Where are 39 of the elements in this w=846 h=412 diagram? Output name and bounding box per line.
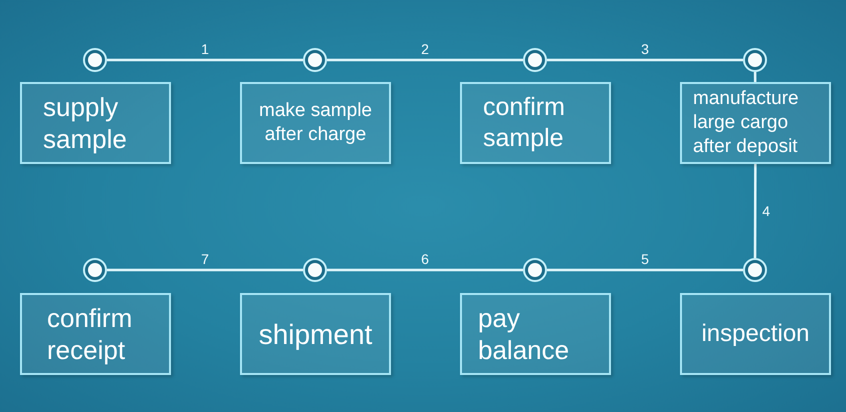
- step-number: 2: [421, 41, 429, 57]
- step-box: [460, 82, 611, 164]
- step-label: inspection: [701, 319, 810, 349]
- ring-dot-icon: [83, 258, 107, 282]
- connector-line: [327, 268, 523, 272]
- step-label: pay balance: [478, 302, 570, 366]
- connector-line: [547, 268, 743, 272]
- step-number: 4: [762, 203, 770, 219]
- step-number: 1: [201, 41, 209, 57]
- step-label: supply sample: [43, 90, 128, 156]
- connector-line: [107, 268, 303, 272]
- step-number: 6: [421, 251, 429, 267]
- ring-dot-icon: [303, 258, 327, 282]
- step-box: [460, 293, 611, 375]
- connector-line: [547, 58, 743, 62]
- connector-line: [754, 72, 756, 82]
- connector-line: [107, 58, 303, 62]
- ring-dot-icon: [303, 48, 327, 72]
- step-label: confirm sample: [483, 92, 566, 154]
- connector-line: [754, 164, 757, 258]
- step-box: [240, 82, 391, 164]
- ring-dot-icon: [743, 258, 767, 282]
- step-label: shipment: [258, 318, 372, 352]
- step-box: [20, 82, 171, 164]
- step-number: 5: [641, 251, 649, 267]
- step-box: [680, 82, 831, 164]
- connector-line: [327, 58, 523, 62]
- step-label: confirm receipt: [47, 302, 134, 366]
- step-box: [680, 293, 831, 375]
- ring-dot-icon: [523, 48, 547, 72]
- step-box: [240, 293, 391, 375]
- ring-dot-icon: [523, 258, 547, 282]
- ring-dot-icon: [743, 48, 767, 72]
- step-label: manufacture large cargo after deposit: [693, 87, 800, 159]
- step-number: 3: [641, 41, 649, 57]
- step-label: make sample after charge: [258, 99, 373, 147]
- ring-dot-icon: [83, 48, 107, 72]
- step-number: 7: [201, 251, 209, 267]
- step-box: [20, 293, 171, 375]
